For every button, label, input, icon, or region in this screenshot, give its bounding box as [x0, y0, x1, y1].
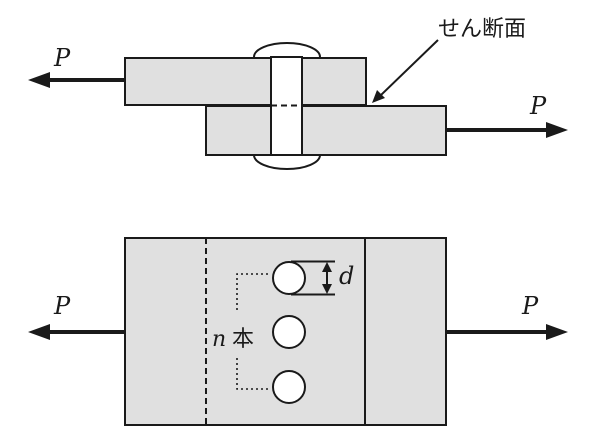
- diameter-arrow-down: [322, 284, 332, 294]
- lower-plate: [205, 105, 447, 156]
- force-label-bottom-right: P: [521, 292, 539, 320]
- upper-plate: [124, 57, 367, 106]
- diameter-label: d: [339, 262, 354, 290]
- rivet-count-variable: n: [212, 327, 226, 352]
- rivet-count-bracket-top: [236, 273, 268, 313]
- rivet-count-bracket-bottom: [236, 358, 268, 390]
- shear-section-pointer: [379, 39, 439, 97]
- force-label-top-right: P: [529, 92, 547, 120]
- rivet-hole-3: [272, 370, 306, 404]
- rivet-count-unit: 本: [232, 327, 254, 352]
- shear-section-label: せん断面: [438, 17, 526, 42]
- force-arrowhead-top-right: [546, 122, 568, 138]
- diameter-arrow-up: [322, 262, 332, 272]
- plan-view: d n 本 P P: [28, 237, 568, 426]
- force-label-top-left: P: [53, 44, 71, 72]
- shear-section-pointer-head: [372, 90, 385, 103]
- side-view: せん断面 P P: [28, 17, 568, 170]
- force-arrowhead-bottom-left: [28, 324, 50, 340]
- rivet-hole-1: [272, 261, 306, 295]
- force-arrowhead-bottom-right: [546, 324, 568, 340]
- force-arrowhead-top-left: [28, 72, 50, 88]
- force-label-bottom-left: P: [53, 292, 71, 320]
- rivet-hole-2: [272, 315, 306, 349]
